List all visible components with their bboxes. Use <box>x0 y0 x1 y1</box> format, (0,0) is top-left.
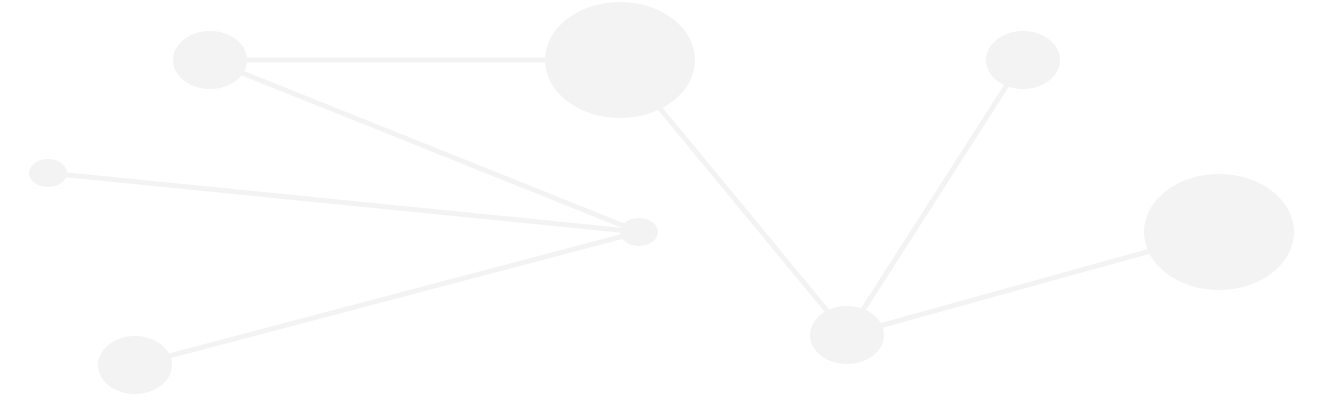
node-6 <box>810 306 884 364</box>
edge-node-1-node-5 <box>209 57 640 235</box>
edge-node-4-node-5 <box>134 229 640 368</box>
node-1 <box>173 31 247 89</box>
nodes-layer <box>29 2 1294 394</box>
node-2 <box>545 2 695 118</box>
edge-node-7-node-6 <box>844 58 1026 337</box>
node-4 <box>98 336 172 394</box>
node-3 <box>29 159 67 187</box>
node-5 <box>620 218 658 246</box>
node-7 <box>986 31 1060 89</box>
node-8 <box>1144 174 1294 290</box>
edge-node-3-node-5 <box>47 170 640 235</box>
